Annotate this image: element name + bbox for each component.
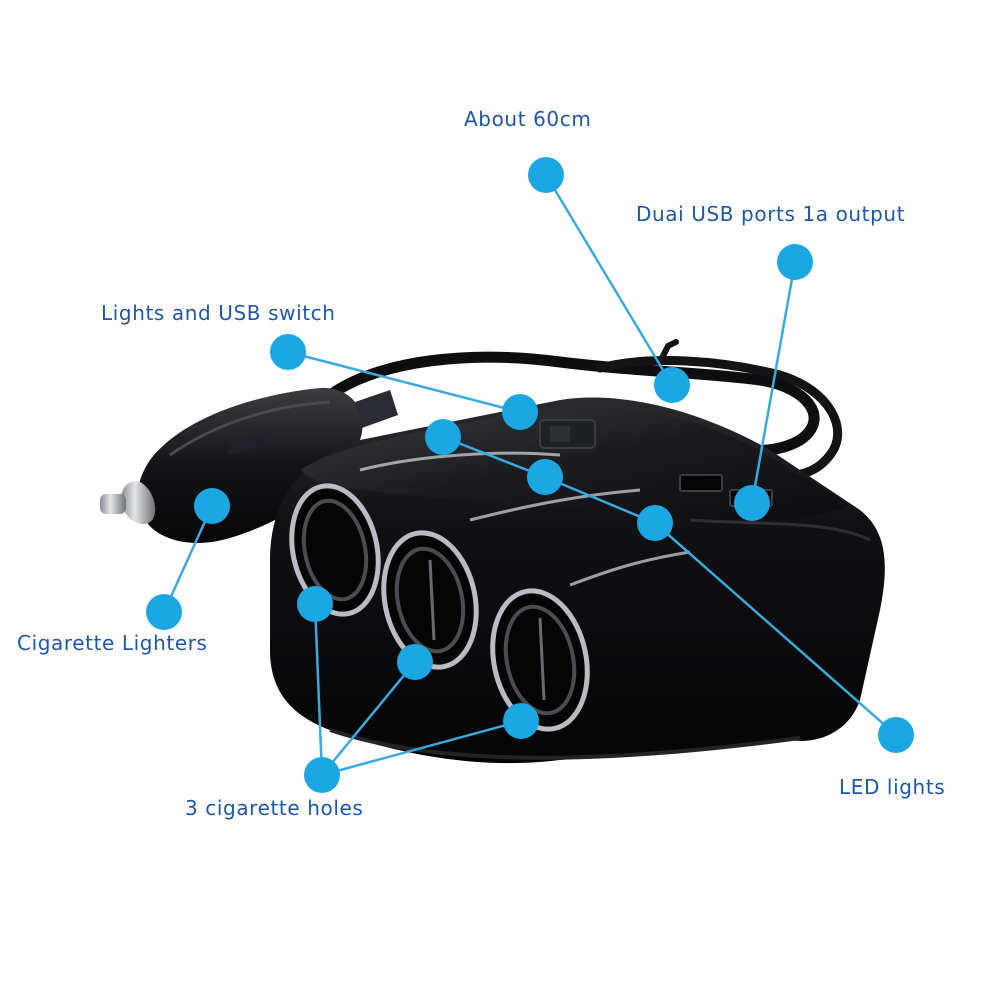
led-light-strip <box>359 451 691 587</box>
cigarette-holes-label: 3 cigarette holes <box>185 796 364 820</box>
usb-ports-label: Duai USB ports 1a output <box>636 202 906 226</box>
cable-length-label: About 60cm <box>464 107 592 131</box>
callout-dot-cable-top <box>528 157 564 193</box>
leader-line-hole-2 <box>321 661 416 776</box>
cigarette-socket-3 <box>490 588 590 732</box>
leader-lines <box>162 174 897 777</box>
callout-dot-hole-3 <box>503 703 539 739</box>
callout-dots <box>146 157 914 793</box>
leader-line-usb-ports <box>750 261 797 504</box>
callout-dot-lighter-end <box>146 594 182 630</box>
callout-dot-hole-2 <box>397 644 433 680</box>
led-lights-label: LED lights <box>839 775 946 799</box>
callout-dot-switch <box>502 394 538 430</box>
leader-line-hole-1 <box>313 603 324 776</box>
callout-dot-led-3 <box>637 505 673 541</box>
callout-dot-holes-end <box>304 757 340 793</box>
switch-label: Lights and USB switch <box>101 301 336 325</box>
leader-line-lighters <box>162 505 214 613</box>
callout-dot-hole-1 <box>297 586 333 622</box>
leader-line-hole-3 <box>321 719 522 777</box>
leader-line-cable-length <box>544 174 674 386</box>
callout-dot-switch-top <box>270 334 306 370</box>
leader-line-switch <box>287 350 521 414</box>
leader-line-led-2 <box>544 475 656 525</box>
cigarette-socket-1 <box>289 483 381 617</box>
cigarette-lighters-label: Cigarette Lighters <box>17 631 208 655</box>
callout-dot-lighter <box>194 488 230 524</box>
cigarette-socket-2 <box>381 530 479 670</box>
callout-dot-led-1 <box>425 419 461 455</box>
callout-dot-cable <box>654 367 690 403</box>
callout-dot-usb <box>734 485 770 521</box>
callout-dot-led-2 <box>527 459 563 495</box>
power-cable <box>324 339 843 480</box>
callout-dot-usb-top <box>777 244 813 280</box>
callout-dot-led-end <box>878 717 914 753</box>
leader-line-led-1 <box>442 435 546 479</box>
leader-line-led-3 <box>654 522 897 736</box>
lights-usb-switch <box>539 419 596 449</box>
